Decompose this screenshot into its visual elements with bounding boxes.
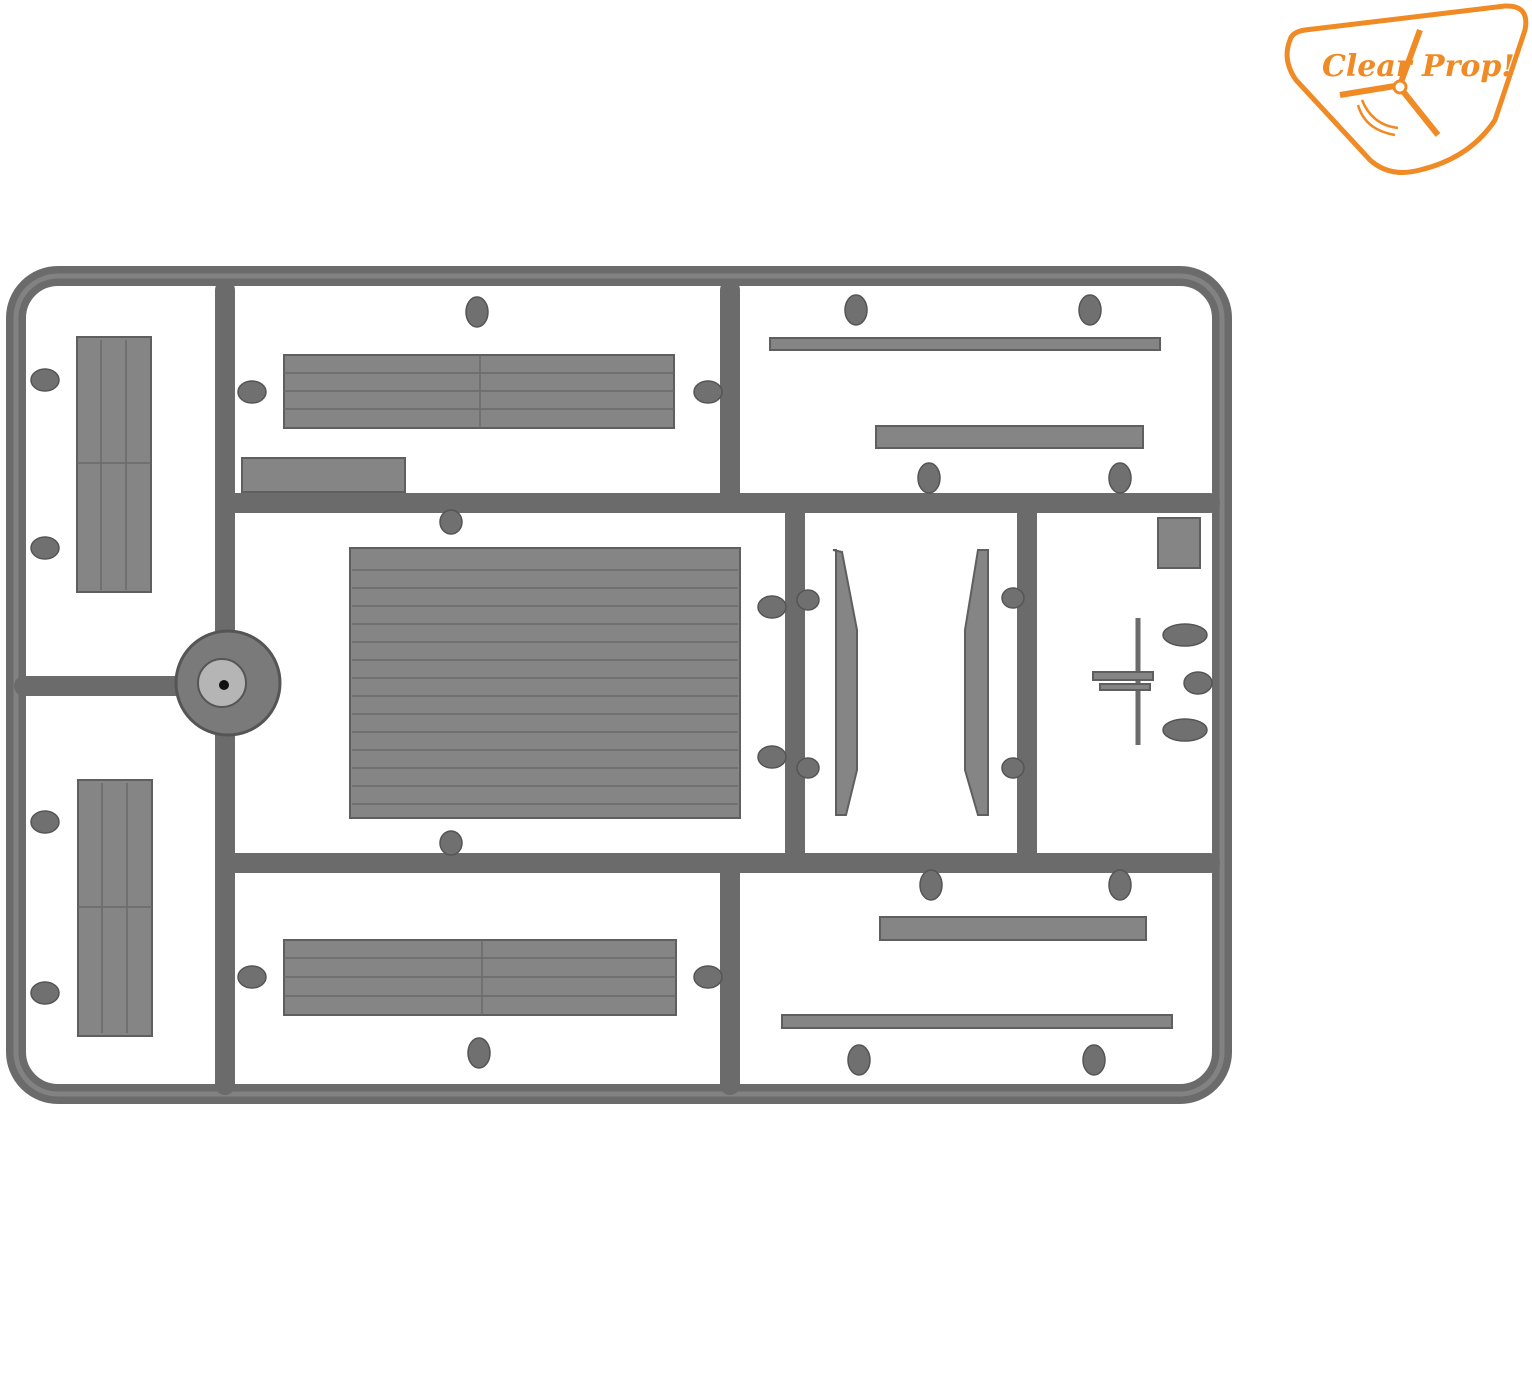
rail-strip-4 [781,1014,1173,1029]
sprue-gates [30,294,1213,1076]
truck-bed-floor [349,547,741,819]
small-plate [1157,517,1201,569]
side-profile-right [964,549,989,816]
logo-text: Clear Prop! [1322,49,1515,84]
kit-parts [76,336,1201,1037]
rail-strip-1 [769,337,1161,351]
small-bracket-part [1092,618,1154,745]
side-profile-left [832,549,858,816]
small-block [241,457,406,493]
sprue-frame [6,266,1232,1104]
side-panel-top [76,336,152,593]
side-panel-bottom [77,779,153,1037]
rail-strip-3 [879,916,1147,941]
rail-strip-2 [875,425,1144,449]
propeller-blade-icon [1397,28,1423,87]
clear-prop-logo: Clear Prop! [1284,3,1529,175]
